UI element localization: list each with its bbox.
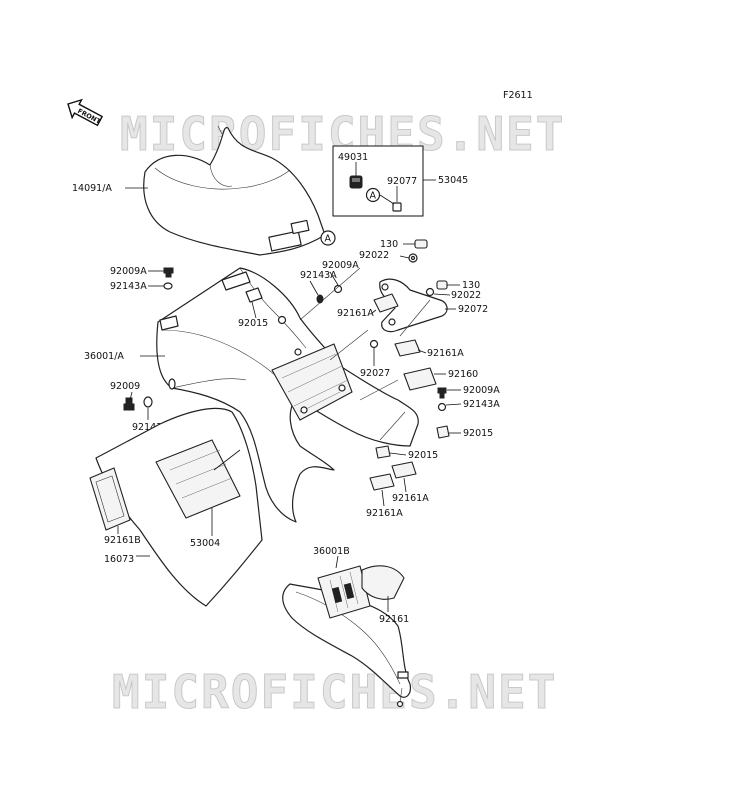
callout-92072: 92072 — [458, 304, 488, 315]
side-cover-part — [156, 267, 419, 523]
callout-92161a-upper: 92161A — [337, 308, 374, 319]
leader-lines — [299, 267, 431, 441]
callout-92161a-bottom-right: 92161A — [392, 493, 429, 504]
callout-92161a-right: 92161A — [427, 348, 464, 359]
callout-130-upper: 130 — [380, 239, 398, 250]
callout-92015-top: 92015 — [238, 318, 268, 329]
callout-92027: 92027 — [360, 368, 390, 379]
figure-code: F2611 — [503, 90, 533, 101]
callout-92015-right: 92015 — [463, 428, 493, 439]
callout-92009a-right: 92009A — [463, 385, 500, 396]
callout-92143a-center: 92143A — [300, 270, 337, 281]
fender-panel-16073 — [89, 407, 263, 607]
callout-92143: 92143 — [132, 422, 162, 433]
callout-130-right: 130 — [462, 280, 480, 291]
ref-marker-a-upper — [320, 230, 336, 246]
callout-92160: 92160 — [448, 369, 478, 380]
callout-53045: 53045 — [438, 175, 468, 186]
ref-marker-a-kit: A — [370, 191, 377, 202]
clip-92015-bottom — [375, 445, 391, 459]
callout-92009: 92009 — [110, 381, 140, 392]
callout-49031: 49031 — [338, 152, 368, 163]
callout-16073: 16073 — [104, 554, 134, 565]
upper-cover-part: A — [143, 125, 336, 256]
callout-92143a-right: 92143A — [463, 399, 500, 410]
callout-14091a: 14091/A — [72, 183, 112, 194]
right-hardware — [369, 239, 462, 439]
callout-92009a-center: 92009A — [322, 260, 359, 271]
callout-53004: 53004 — [190, 538, 220, 549]
callout-92022-right: 92022 — [451, 290, 481, 301]
pads-92161a-bottom — [369, 461, 417, 507]
callout-92009a-upper: 92009A — [110, 266, 147, 277]
callout-92161: 92161 — [379, 614, 409, 625]
callout-36001a: 36001/A — [84, 351, 124, 362]
callout-92015-bottom: 92015 — [408, 450, 438, 461]
callout-92077: 92077 — [387, 176, 417, 187]
lower-cover-36001b — [282, 555, 411, 708]
watermark-top: MICROFICHES.NET — [120, 107, 565, 161]
front-arrow-icon: FRONT — [67, 98, 104, 127]
callout-92022-upper: 92022 — [359, 250, 389, 261]
left-lower-hardware — [123, 378, 176, 420]
ref-marker-a-upper-label: A — [325, 234, 332, 245]
callout-92161b: 92161B — [104, 535, 141, 546]
callout-36001b: 36001B — [313, 546, 350, 557]
bracket-kit-53045: A — [332, 145, 436, 217]
callout-92143a-upper: 92143A — [110, 281, 147, 292]
watermark-bottom: MICROFICHES.NET — [112, 665, 557, 719]
callout-92161a-bottom-left: 92161A — [366, 508, 403, 519]
